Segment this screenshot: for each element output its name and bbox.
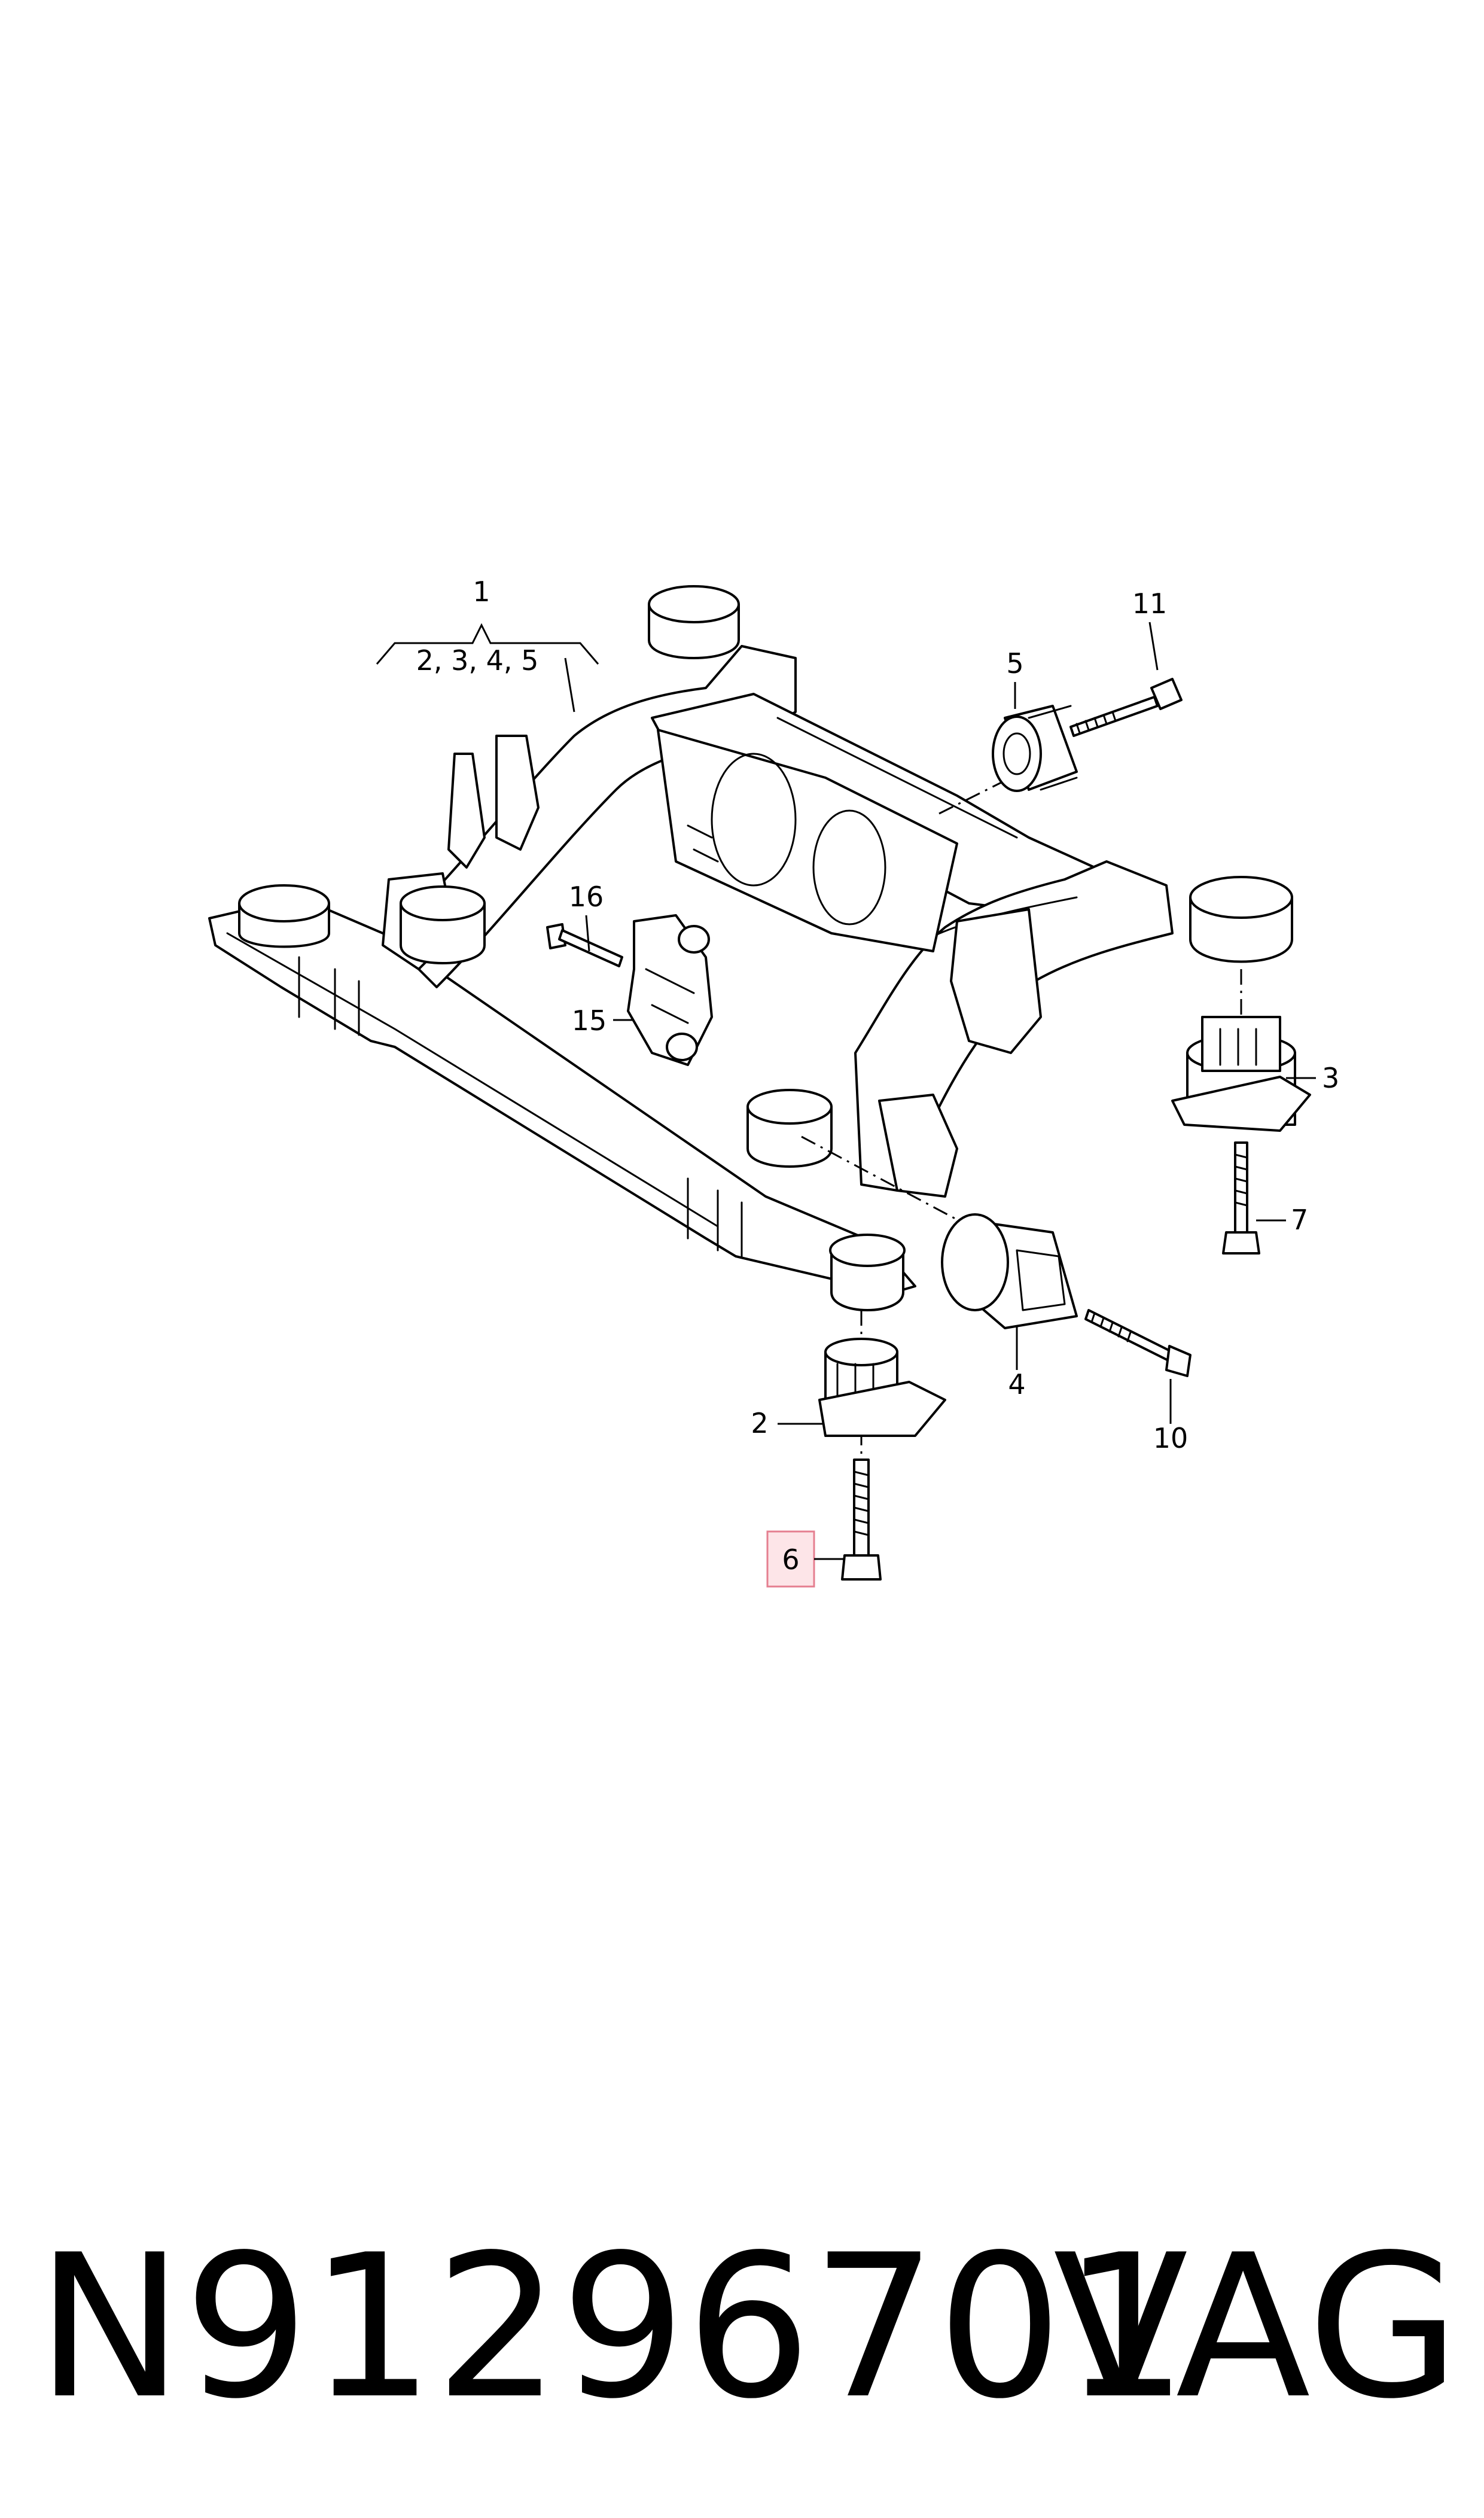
callout-1-sub: 2, 3, 4, 5 xyxy=(416,644,539,677)
callout-5: 5 xyxy=(1006,647,1023,680)
bush-part-2 xyxy=(818,1338,946,1437)
bush-part-4 xyxy=(941,1213,1078,1329)
brand-name: VAG xyxy=(1053,2212,1460,2442)
callout-7: 7 xyxy=(1291,1204,1308,1236)
part-number: N91296701 xyxy=(36,2212,1189,2442)
axis-line-front xyxy=(801,1135,982,1234)
callout-15: 15 xyxy=(572,1004,607,1037)
bolt-part-6 xyxy=(841,1459,882,1581)
bolt-part-16 xyxy=(546,923,623,967)
callout-11: 11 xyxy=(1132,587,1168,620)
bolt-part-7 xyxy=(1222,1141,1260,1255)
bush-part-3 xyxy=(1171,1016,1311,1132)
bracket-part-15 xyxy=(627,914,713,1066)
callout-10: 10 xyxy=(1153,1422,1189,1454)
callout-3: 3 xyxy=(1322,1062,1339,1094)
subframe-part-1 xyxy=(208,585,1293,1311)
callout-2: 2 xyxy=(751,1407,768,1439)
bolt-part-11 xyxy=(1069,678,1183,737)
callout-6-highlight xyxy=(766,1530,815,1588)
callout-1-bracket xyxy=(376,623,599,665)
bolt-part-10 xyxy=(1084,1309,1192,1377)
callout-6: 6 xyxy=(782,1543,799,1576)
callout-4: 4 xyxy=(1008,1368,1025,1400)
callout-16: 16 xyxy=(569,881,604,913)
callout-1: 1 xyxy=(473,576,490,608)
callout-labels: 1 2, 3, 4, 5 5 11 16 15 3 7 4 10 2 6 xyxy=(376,576,1339,1588)
bush-part-5 xyxy=(992,705,1078,792)
